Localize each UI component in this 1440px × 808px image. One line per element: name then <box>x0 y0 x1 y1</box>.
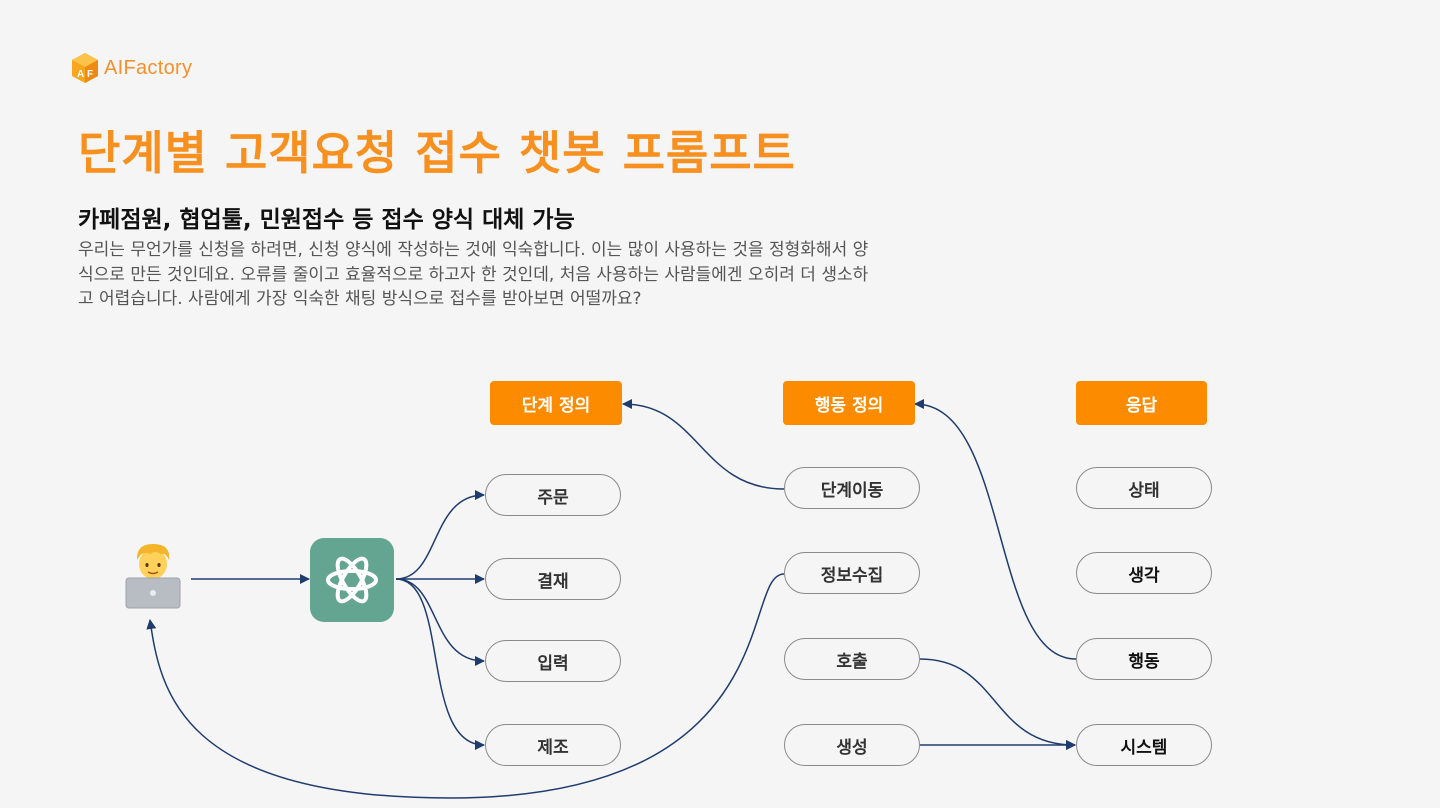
page-subtitle: 카페점원, 협업툴, 민원접수 등 접수 양식 대체 가능 <box>78 207 575 233</box>
stage-manufacture: 제조 <box>485 724 621 766</box>
stage-payment: 결재 <box>485 558 621 600</box>
arrow-chatbot-to-order <box>395 490 485 580</box>
header-response: 응답 <box>1076 381 1207 425</box>
svg-text:F: F <box>87 69 93 80</box>
arrow-info-collect-to-user <box>146 573 785 799</box>
openai-knot-icon <box>326 556 378 604</box>
page-title: 단계별 고객요청 접수 챗봇 프롬프트 <box>78 126 796 180</box>
arrow-chatbot-to-manufacture <box>395 578 485 750</box>
arrow-call-to-system <box>919 658 1076 750</box>
response-thought: 생각 <box>1076 552 1212 594</box>
action-info-collect: 정보수집 <box>784 552 920 594</box>
response-action: 행동 <box>1076 638 1212 680</box>
action-call: 호출 <box>784 638 920 680</box>
chatgpt-logo-icon <box>310 538 394 622</box>
person-with-laptop-icon <box>125 544 181 609</box>
stage-order: 주문 <box>485 474 621 516</box>
arrow-step-move-to-stage-def <box>622 399 785 490</box>
header-action-definition: 행동 정의 <box>783 381 915 425</box>
response-state: 상태 <box>1076 467 1212 509</box>
brand-logo: A F AIFactory <box>70 52 192 84</box>
description-text: 우리는 무언가를 신청을 하려면, 신청 양식에 작성하는 것에 익숙합니다. … <box>78 240 869 309</box>
arrow-chatbot-to-input <box>395 578 485 666</box>
action-step-move: 단계이동 <box>784 467 920 509</box>
svg-text:A: A <box>77 69 84 80</box>
stage-input: 입력 <box>485 640 621 682</box>
ai-factory-cube-logo-icon: A F <box>72 53 98 83</box>
response-system: 시스템 <box>1076 724 1212 766</box>
header-stage-definition: 단계 정의 <box>490 381 622 425</box>
action-generate: 생성 <box>784 724 920 766</box>
arrow-action-to-action-def <box>914 399 1077 660</box>
brand-name: AIFactory <box>104 56 193 79</box>
